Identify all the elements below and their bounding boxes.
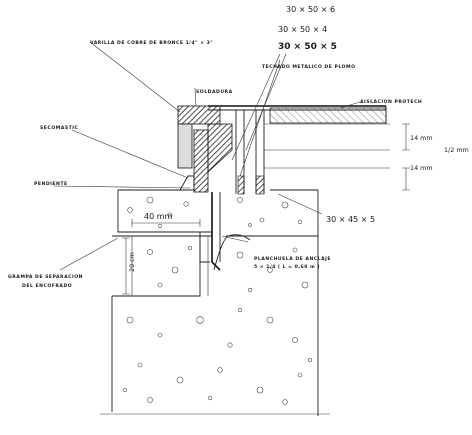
dim-40mm: 40 mm [144,212,173,221]
concrete-aggregate [123,196,313,405]
label-aislacion: AISLACION PROTECH [360,99,422,105]
note-30x50x5: 30 × 50 × 5 [278,42,337,52]
note-30x50x4: 30 × 50 × 4 [278,25,327,34]
metal-flashing-assembly [177,105,390,271]
label-planchuela-1: PLANCHUELA DE ANCLAJE [254,256,331,262]
label-techado: TECHADO METALICO DE PLOMO [262,64,355,70]
dim-half-mm: 1/2 mm [444,146,469,154]
label-planchuela-2: 5 × 1/4 ( L = 0,60 m ) [254,264,320,270]
note-30x50x6: 30 × 50 × 6 [286,5,335,14]
top-notes: 30 × 50 × 6 30 × 50 × 4 30 × 50 × 5 [278,5,337,52]
label-varilla: VARILLA DE COBRE DE BRONCE 1/4" × 3" [90,40,213,46]
dimension-lines [122,123,410,295]
dim-14mm-bottom: 14 mm [410,164,433,172]
dim-14mm-top: 14 mm [410,134,433,142]
label-grampa-1: GRAMPA DE SEPARACION [8,274,83,280]
label-angle-profile: 30 × 45 × 5 [326,215,375,224]
label-secomastic: SECOMASTIC [40,125,79,131]
dim-20cm: 20 cm [128,252,136,272]
label-soldadura: SOLDADURA [196,89,233,95]
leader-lines [53,41,361,271]
label-grampa-2: DEL ENCOFRADO [22,283,72,289]
concrete-wall [100,189,330,416]
label-pendiente: PENDIENTE [34,181,68,187]
